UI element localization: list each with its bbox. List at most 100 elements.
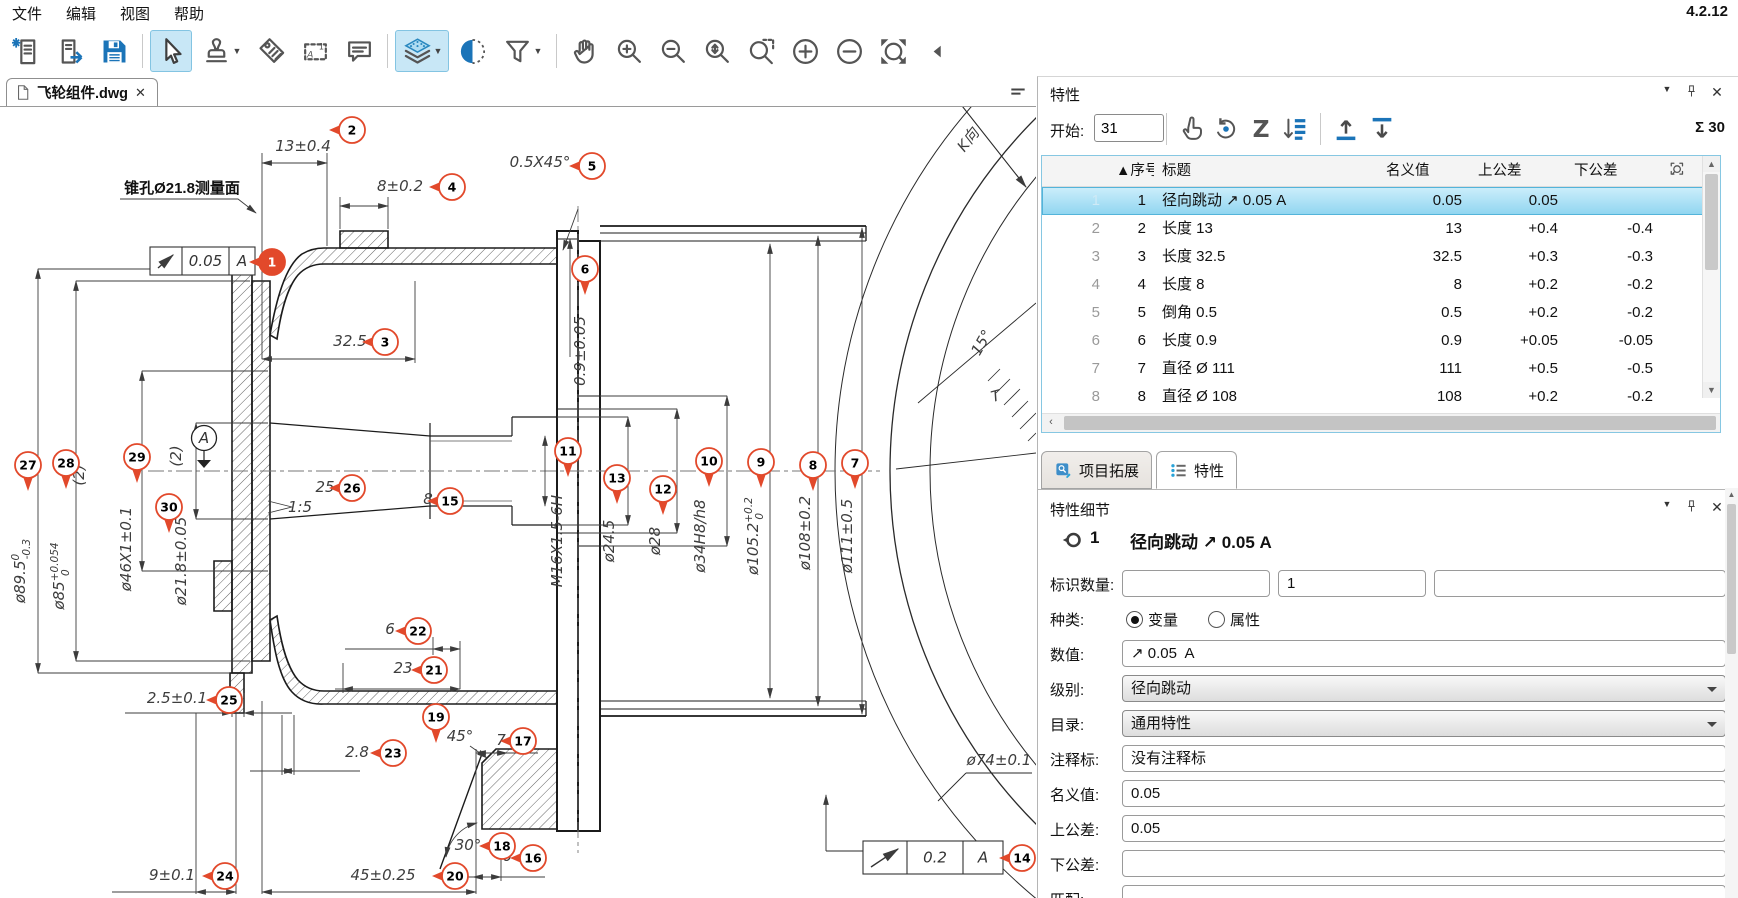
input-上公差[interactable]: 0.05 [1122,815,1726,842]
balloon-24[interactable]: 24 [202,862,239,890]
hand-pointer-icon[interactable] [1178,115,1206,143]
tab-特性[interactable]: 特性 [1156,451,1238,489]
input-数值[interactable]: ↗ 0.05 A [1122,640,1726,667]
column-header[interactable]: 下公差 [1574,163,1618,179]
column-header[interactable]: ▲序号 [1116,163,1154,179]
menu-item-2[interactable]: 视图 [120,5,151,23]
balloon-14[interactable]: 14 [999,844,1036,872]
table-horizontal-scrollbar[interactable]: ‹ [1042,413,1720,432]
zoom-minus-button[interactable] [828,30,870,72]
document-tab[interactable]: 飞轮组件.dwg ✕ [6,78,158,106]
balloon-11[interactable]: 11 [554,437,582,477]
input-注释标[interactable]: 没有注释标 [1122,745,1726,772]
import-down-icon[interactable] [1368,115,1396,143]
balloon-25[interactable]: 25 [206,686,243,714]
balloon-6[interactable]: 6 [571,255,599,295]
save-button[interactable] [93,30,135,72]
zoom-out-tool-button[interactable] [652,30,694,72]
balloon-27[interactable]: 27 [14,451,42,491]
start-input[interactable] [1094,114,1164,142]
tag-button[interactable] [250,30,292,72]
sort-list-icon[interactable] [1282,115,1310,143]
zoom-in-tool-button[interactable] [608,30,650,72]
balloon-7[interactable]: 7 [841,449,869,489]
balloon-19[interactable]: 19 [422,703,450,743]
select-cursor-button[interactable] [150,30,192,72]
input-下公差[interactable] [1122,850,1726,877]
stamp-button[interactable]: ▼ [194,30,248,72]
close-tab-icon[interactable]: ✕ [135,84,146,100]
zoom-extents-button[interactable] [872,30,914,72]
new-file-button[interactable] [5,30,47,72]
balloon-29[interactable]: 29 [123,443,151,483]
menu-item-3[interactable]: 帮助 [174,5,205,23]
menu-item-0[interactable]: 文件 [12,5,43,23]
column-header[interactable]: 上公差 [1478,163,1522,179]
select-目录[interactable]: 通用特性 [1122,710,1726,737]
balloon-20[interactable]: 20 [432,862,469,890]
filter-button[interactable]: ▼ [495,30,549,72]
table-vertical-scrollbar[interactable]: ▲▼ [1702,156,1720,398]
menu-item-1[interactable]: 编辑 [66,5,97,23]
export-up-icon[interactable] [1332,115,1360,143]
balloon-12[interactable]: 12 [649,475,677,515]
column-header[interactable]: 名义值 [1386,163,1430,179]
balloon-4[interactable]: 4 [429,173,466,201]
balloon-8[interactable]: 8 [799,451,827,491]
lasso-icon[interactable] [1661,156,1705,186]
tab-项目拓展[interactable]: 项目拓展 [1041,451,1153,489]
balloon-2[interactable]: 2 [329,116,366,144]
balloon-16[interactable]: 16 [510,844,547,872]
balloon-1[interactable]: 1 [249,248,286,276]
zoom-plus-button[interactable] [784,30,826,72]
refresh-rotate-icon[interactable] [1212,115,1240,143]
balloon-17[interactable]: 17 [500,727,537,755]
select-级别[interactable]: 径向跳动 [1122,675,1726,702]
column-header[interactable] [1042,156,1108,186]
comment-button[interactable] [338,30,380,72]
z-order-icon[interactable]: Z [1248,115,1276,143]
balloon-26[interactable]: 26 [329,474,366,502]
open-file-button[interactable] [49,30,91,72]
close-icon[interactable]: ✕ [1711,499,1723,515]
balloon-10[interactable]: 10 [695,447,723,487]
balloon-13[interactable]: 13 [603,464,631,504]
zoom-window-button[interactable] [740,30,782,72]
balloon-22[interactable]: 22 [395,617,432,645]
panel-menu-caret-icon[interactable]: ▼ [1662,84,1672,94]
pin-icon[interactable] [1681,499,1701,519]
balloon-23[interactable]: 23 [370,739,407,767]
input-匹配[interactable] [1122,885,1726,898]
balloon-28[interactable]: 28 [52,449,80,489]
tab-list-icon[interactable] [1008,82,1028,100]
column-header[interactable]: 标题 [1162,163,1191,179]
radio-变量[interactable]: 变量 [1126,609,1204,630]
collapse-arrow-button[interactable] [916,30,958,72]
panel-menu-caret-icon[interactable]: ▼ [1662,499,1672,509]
quantity-input[interactable] [1434,570,1726,597]
pin-icon[interactable] [1681,84,1701,104]
mirror-half-button[interactable] [451,30,493,72]
close-icon[interactable]: ✕ [1711,84,1723,100]
input-名义值[interactable]: 0.05 [1122,780,1726,807]
balloon-5[interactable]: 5 [569,152,606,180]
balloon-9[interactable]: 9 [747,448,775,488]
zoom-vertical-button[interactable] [696,30,738,72]
balloon-18[interactable]: 18 [479,832,516,860]
balloon-15[interactable]: 15 [427,487,464,515]
quantity-input[interactable] [1122,570,1270,597]
balloon-30[interactable]: 30 [155,493,183,533]
balloon-3[interactable]: 3 [362,328,399,356]
quantity-input[interactable]: 1 [1278,570,1426,597]
details-vertical-scrollbar[interactable]: ▲ [1725,488,1738,898]
